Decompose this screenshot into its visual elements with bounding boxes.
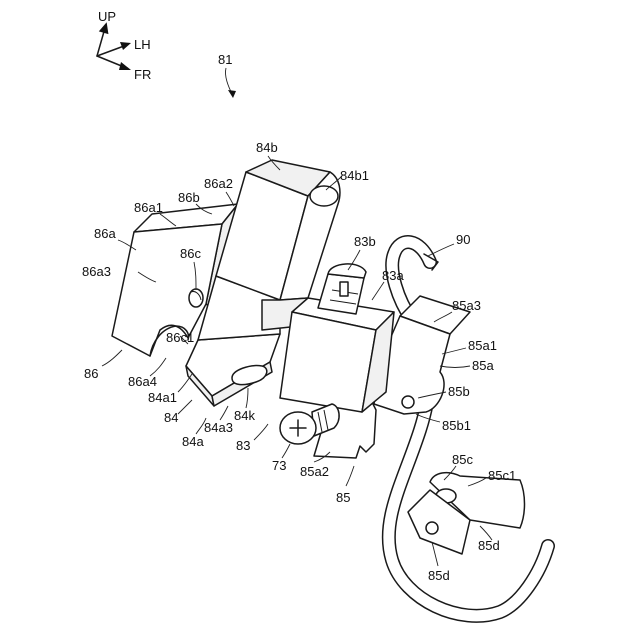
assembly-ref-label: 81 [218,52,232,67]
label-84: 84 [164,410,178,425]
label-85d: 85d [478,538,500,553]
label-85a1: 85a1 [468,338,497,353]
label-84k: 84k [234,408,255,423]
label-85b1: 85b1 [442,418,471,433]
label-86: 86 [84,366,98,381]
label-85c: 85c [452,452,473,467]
axis-up-label: UP [98,9,116,24]
label-86a: 86a [94,226,116,241]
label-73: 73 [272,458,286,473]
label-86c: 86c [180,246,201,261]
label-84a3: 84a3 [204,420,233,435]
label-85a2: 85a2 [300,464,329,479]
label-86a4: 86a4 [128,374,157,389]
label-86a2: 86a2 [204,176,233,191]
label-83: 83 [236,438,250,453]
label-86c1: 86c1 [166,330,194,345]
label-84b: 84b [256,140,278,155]
label-86b: 86b [178,190,200,205]
label-85b: 85b [448,384,470,399]
label-84a1: 84a1 [148,390,177,405]
label-85a: 85a [472,358,494,373]
assembly-reference: 81 [218,52,236,98]
label-85d-lower: 85d [428,568,450,583]
label-90: 90 [456,232,470,247]
label-85a3: 85a3 [452,298,481,313]
label-85c1: 85c1 [488,468,516,483]
label-84a: 84a [182,434,204,449]
label-84b1: 84b1 [340,168,369,183]
bracket-85c-85d [408,473,525,554]
label-83a: 83a [382,268,404,283]
label-86a1: 86a1 [134,200,163,215]
direction-indicator: UP LH FR [97,9,151,82]
label-86a3: 86a3 [82,264,111,279]
label-85: 85 [336,490,350,505]
axis-lh-label: LH [134,37,151,52]
label-83b: 83b [354,234,376,249]
axis-fr-label: FR [134,67,151,82]
